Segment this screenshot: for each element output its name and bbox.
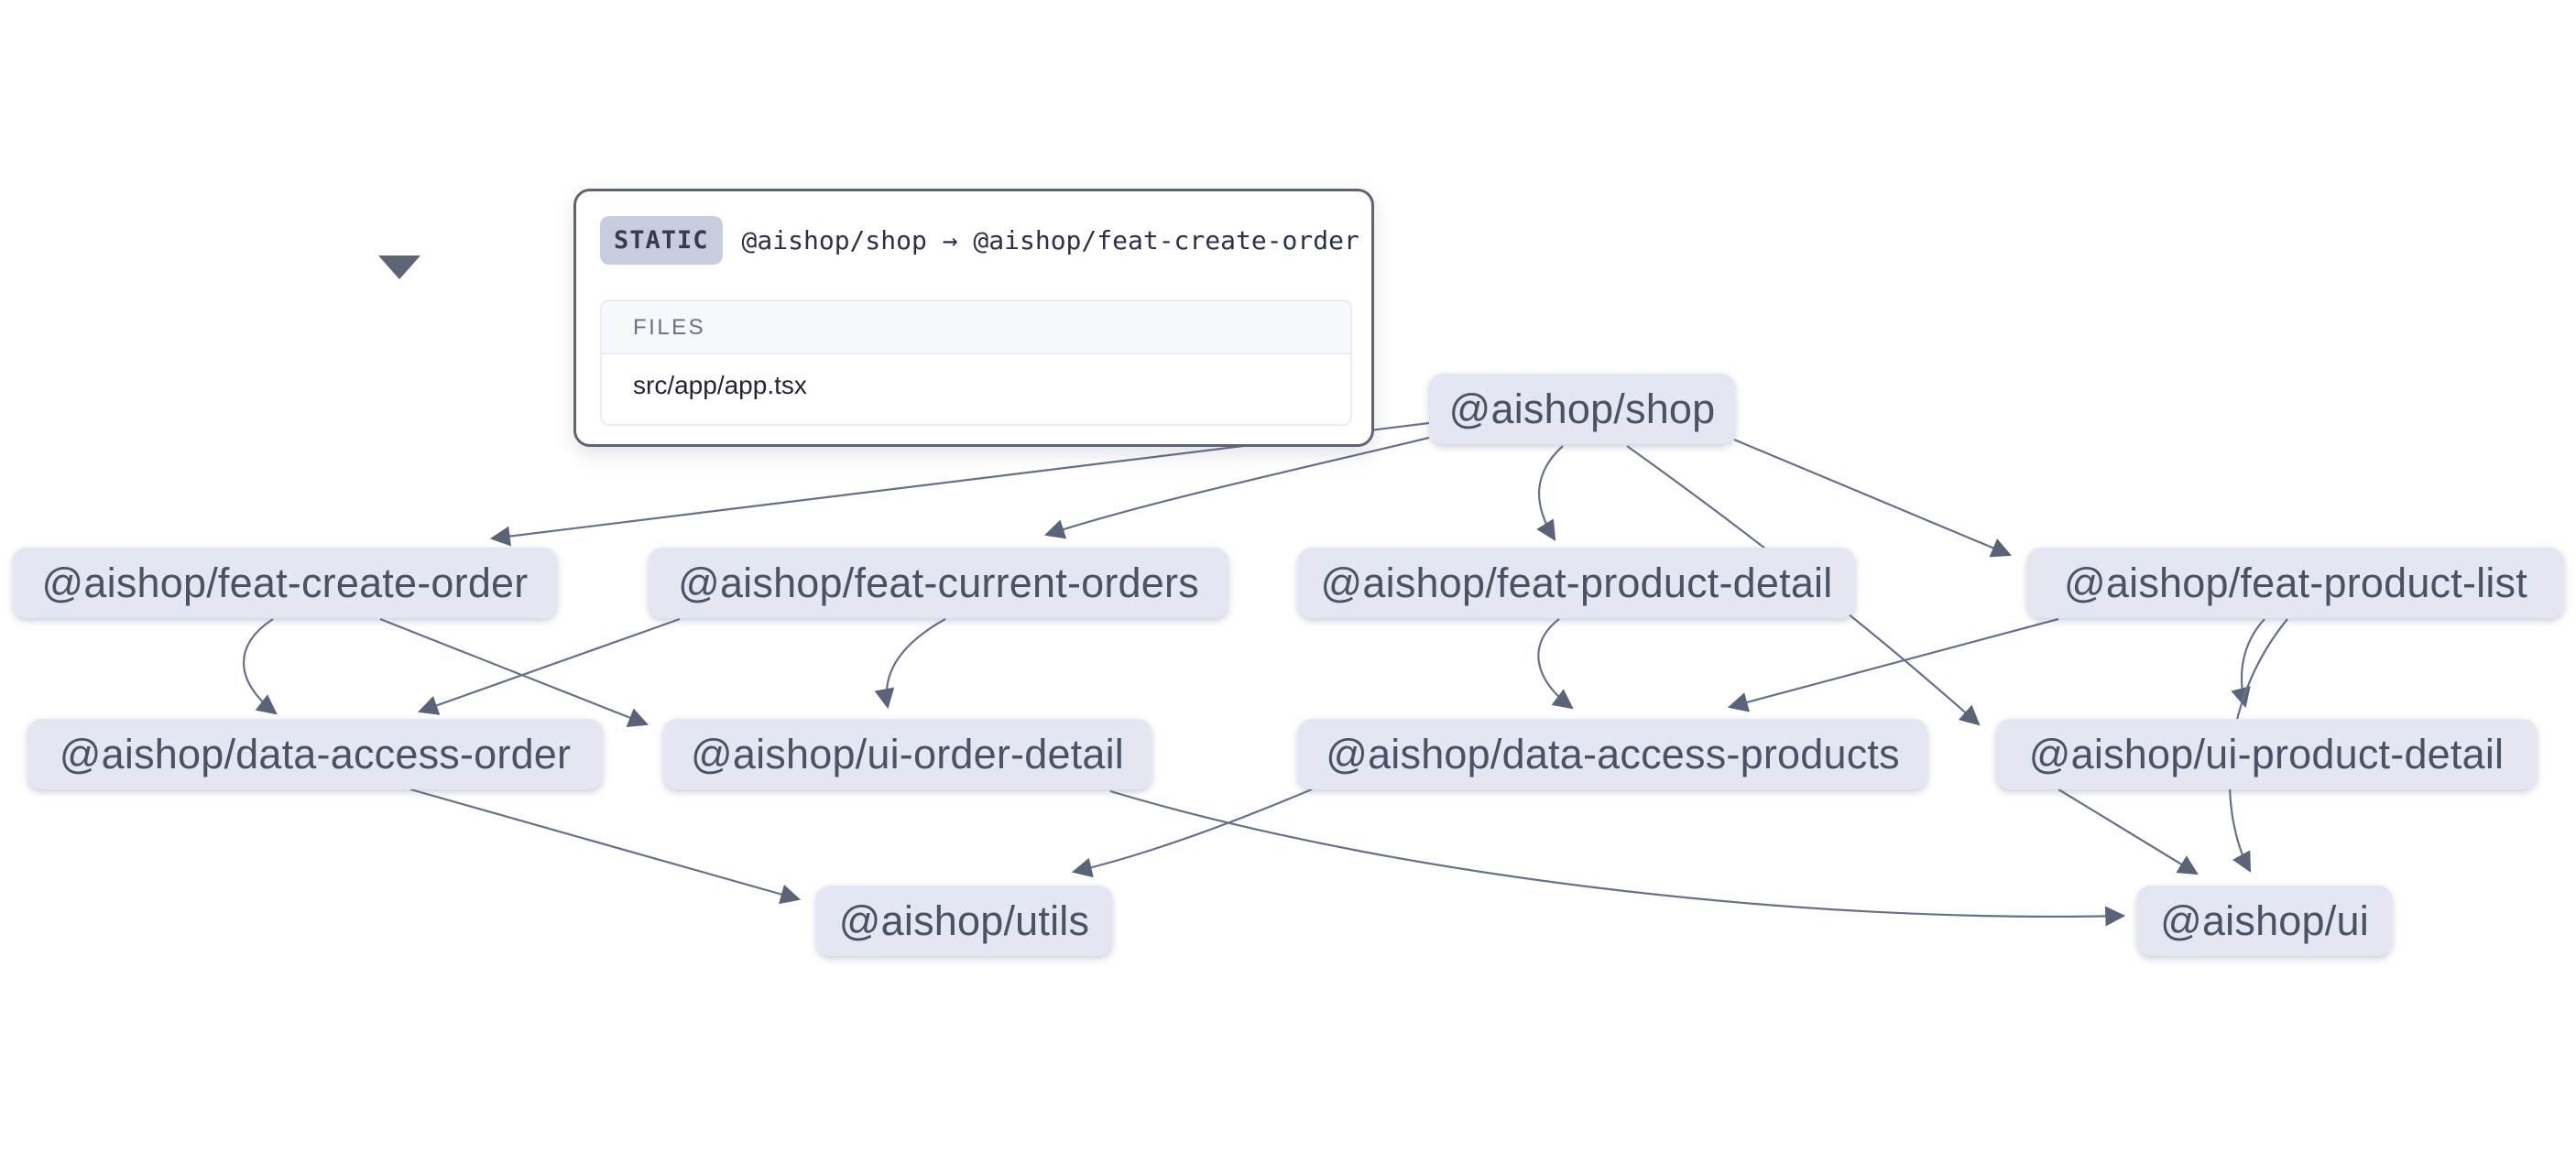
edge-shop-feat-current-orders[interactable] xyxy=(1043,436,1430,539)
tooltip-header: STATIC @aishop/shop → @aishop/feat-creat… xyxy=(600,216,1359,265)
node-utils[interactable]: @aishop/utils xyxy=(816,886,1112,956)
files-section-header: FILES xyxy=(602,301,1350,354)
edge-feat-current-orders-ui-order-detail[interactable] xyxy=(874,618,946,710)
edge-shop-feat-product-list[interactable] xyxy=(1733,438,2013,558)
edge-ui-product-detail-ui[interactable] xyxy=(2058,788,2199,875)
edge-feat-create-order-data-access-order[interactable] xyxy=(242,618,278,715)
edge-data-access-products-utils[interactable] xyxy=(1071,788,1313,878)
edge-feat-current-orders-data-access-order[interactable] xyxy=(417,617,681,715)
node-ui-order-detail[interactable]: @aishop/ui-order-detail xyxy=(663,719,1152,789)
tooltip-files-panel: FILES src/app/app.tsx xyxy=(600,299,1352,426)
edge-data-access-order-utils[interactable] xyxy=(409,788,802,905)
node-feat-product-list[interactable]: @aishop/feat-product-list xyxy=(2027,548,2564,618)
tooltip-caret xyxy=(378,255,420,279)
node-data-access-products[interactable]: @aishop/data-access-products xyxy=(1298,719,1927,789)
node-feat-product-detail[interactable]: @aishop/feat-product-detail xyxy=(1298,548,1855,618)
edge-tooltip: STATIC @aishop/shop → @aishop/feat-creat… xyxy=(573,189,1374,447)
tooltip-edge-label: @aishop/shop → @aishop/feat-create-order xyxy=(741,225,1359,255)
edge-shop-feat-product-detail[interactable] xyxy=(1536,445,1564,541)
node-feat-create-order[interactable]: @aishop/feat-create-order xyxy=(13,548,557,618)
edge-feat-product-detail-data-access-products[interactable] xyxy=(1537,618,1574,710)
node-ui-product-detail[interactable]: @aishop/ui-product-detail xyxy=(1996,719,2537,789)
edge-feat-create-order-ui-order-detail[interactable] xyxy=(379,617,649,727)
node-shop[interactable]: @aishop/shop xyxy=(1429,374,1735,444)
node-data-access-order[interactable]: @aishop/data-access-order xyxy=(27,719,603,789)
edge-type-badge: STATIC xyxy=(600,216,723,265)
node-feat-current-orders[interactable]: @aishop/feat-current-orders xyxy=(649,548,1228,618)
edge-feat-product-list-data-access-products[interactable] xyxy=(1727,617,2059,712)
edge-ui-order-detail-ui[interactable] xyxy=(1109,789,2126,927)
file-path-item: src/app/app.tsx xyxy=(633,371,807,399)
node-ui[interactable]: @aishop/ui xyxy=(2137,886,2392,956)
